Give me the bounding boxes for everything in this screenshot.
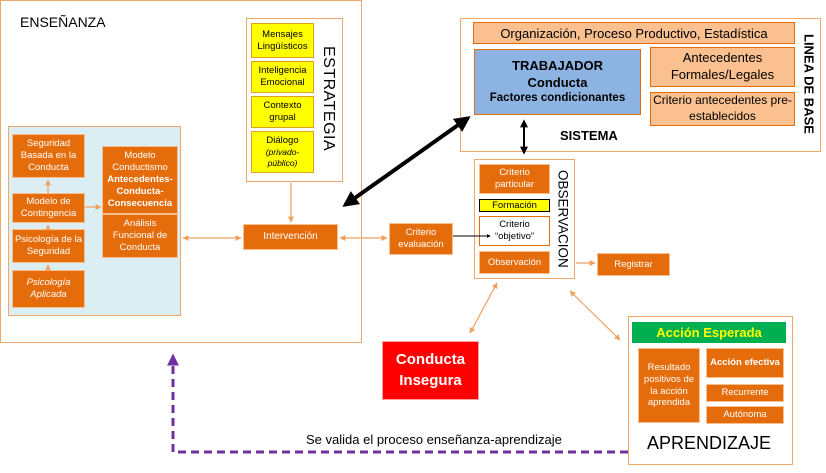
estrategia-item-dialogo: Diálogo (privado-público) [251, 131, 314, 173]
accion-esperada-box: Acción Esperada [632, 322, 786, 343]
ensenanza-title: ENSEÑANZA [20, 14, 106, 30]
estrategia-item-contexto: Contexto grupal [251, 96, 314, 128]
criterio-evaluacion-box: Criterio evaluación [389, 223, 453, 255]
recurrente-box: Recurrente [706, 384, 784, 402]
registrar-box: Registrar [597, 253, 670, 276]
feedback-loop-arrow [167, 353, 628, 454]
estrategia-title: ESTRATEGIA [320, 46, 337, 152]
estrategia-item-inteligencia: Inteligencia Emocional [251, 61, 314, 93]
trabajador-line1: TRABAJADOR [512, 57, 603, 73]
trabajador-box: TRABAJADOR Conducta Factores condicionan… [474, 49, 641, 115]
dialogo-note: (privado-público) [265, 147, 300, 168]
block-contingencia: Modelo de Contingencia [12, 193, 85, 223]
aprendizaje-title: APRENDIZAJE [646, 433, 772, 453]
formacion-box: Formación [479, 199, 550, 212]
trabajador-line3: Factores condicionantes [489, 92, 626, 105]
estrategia-item-mensajes: Mensajes Lingüísticos [251, 23, 314, 58]
autonoma-box: Autónoma [706, 406, 784, 424]
sistema-label: SISTEMA [560, 128, 618, 143]
link-estrategia-sistema [342, 116, 471, 207]
criterio-objetivo-box: Criterio “objetivo” [479, 216, 550, 246]
conducta-insegura-box: Conducta Insegura [382, 341, 479, 400]
antecedentes-box: Antecedentes Formales/Legales [650, 47, 795, 87]
block-aplicada: Psicología Aplicada [12, 270, 85, 308]
link-observacion-conducta [469, 282, 498, 334]
criterio-particular-box: Criterio particular [479, 164, 550, 194]
block-intervencion: Intervención [243, 224, 338, 250]
trabajador-line2: Conducta [527, 74, 588, 90]
link-observacion-aprendizaje [569, 290, 621, 341]
block-psicologia: Psicología de la Seguridad [12, 229, 85, 263]
modelo-line1: Modelo Conductismo [112, 150, 168, 174]
block-analisis: Análisis Funcional de Conducta [102, 214, 178, 258]
feedback-label: Se valida el proceso enseñanza-aprendiza… [306, 432, 562, 447]
linea-base-title: LINEA DE BASE [801, 34, 817, 134]
accion-efectiva-box: Acción efectiva [706, 348, 784, 378]
modelo-line2: Antecedentes-Conducta-Consecuencia [107, 174, 173, 209]
criterio-pre-box: Criterio antecedentes pre-establecidos [650, 92, 795, 126]
block-seguridad: Seguridad Basada en la Conducta [12, 134, 85, 178]
block-modelo-conductismo: Modelo Conductismo Antecedentes-Conducta… [102, 146, 178, 214]
resultado-box: Resultado positivos de la acción aprendi… [638, 348, 700, 423]
observacion-title: OBSERVACION [555, 170, 571, 268]
dialogo-label: Diálogo [266, 135, 299, 147]
observacion-box: Observación [479, 251, 550, 274]
organizacion-box: Organización, Proceso Productivo, Estadí… [473, 22, 795, 44]
